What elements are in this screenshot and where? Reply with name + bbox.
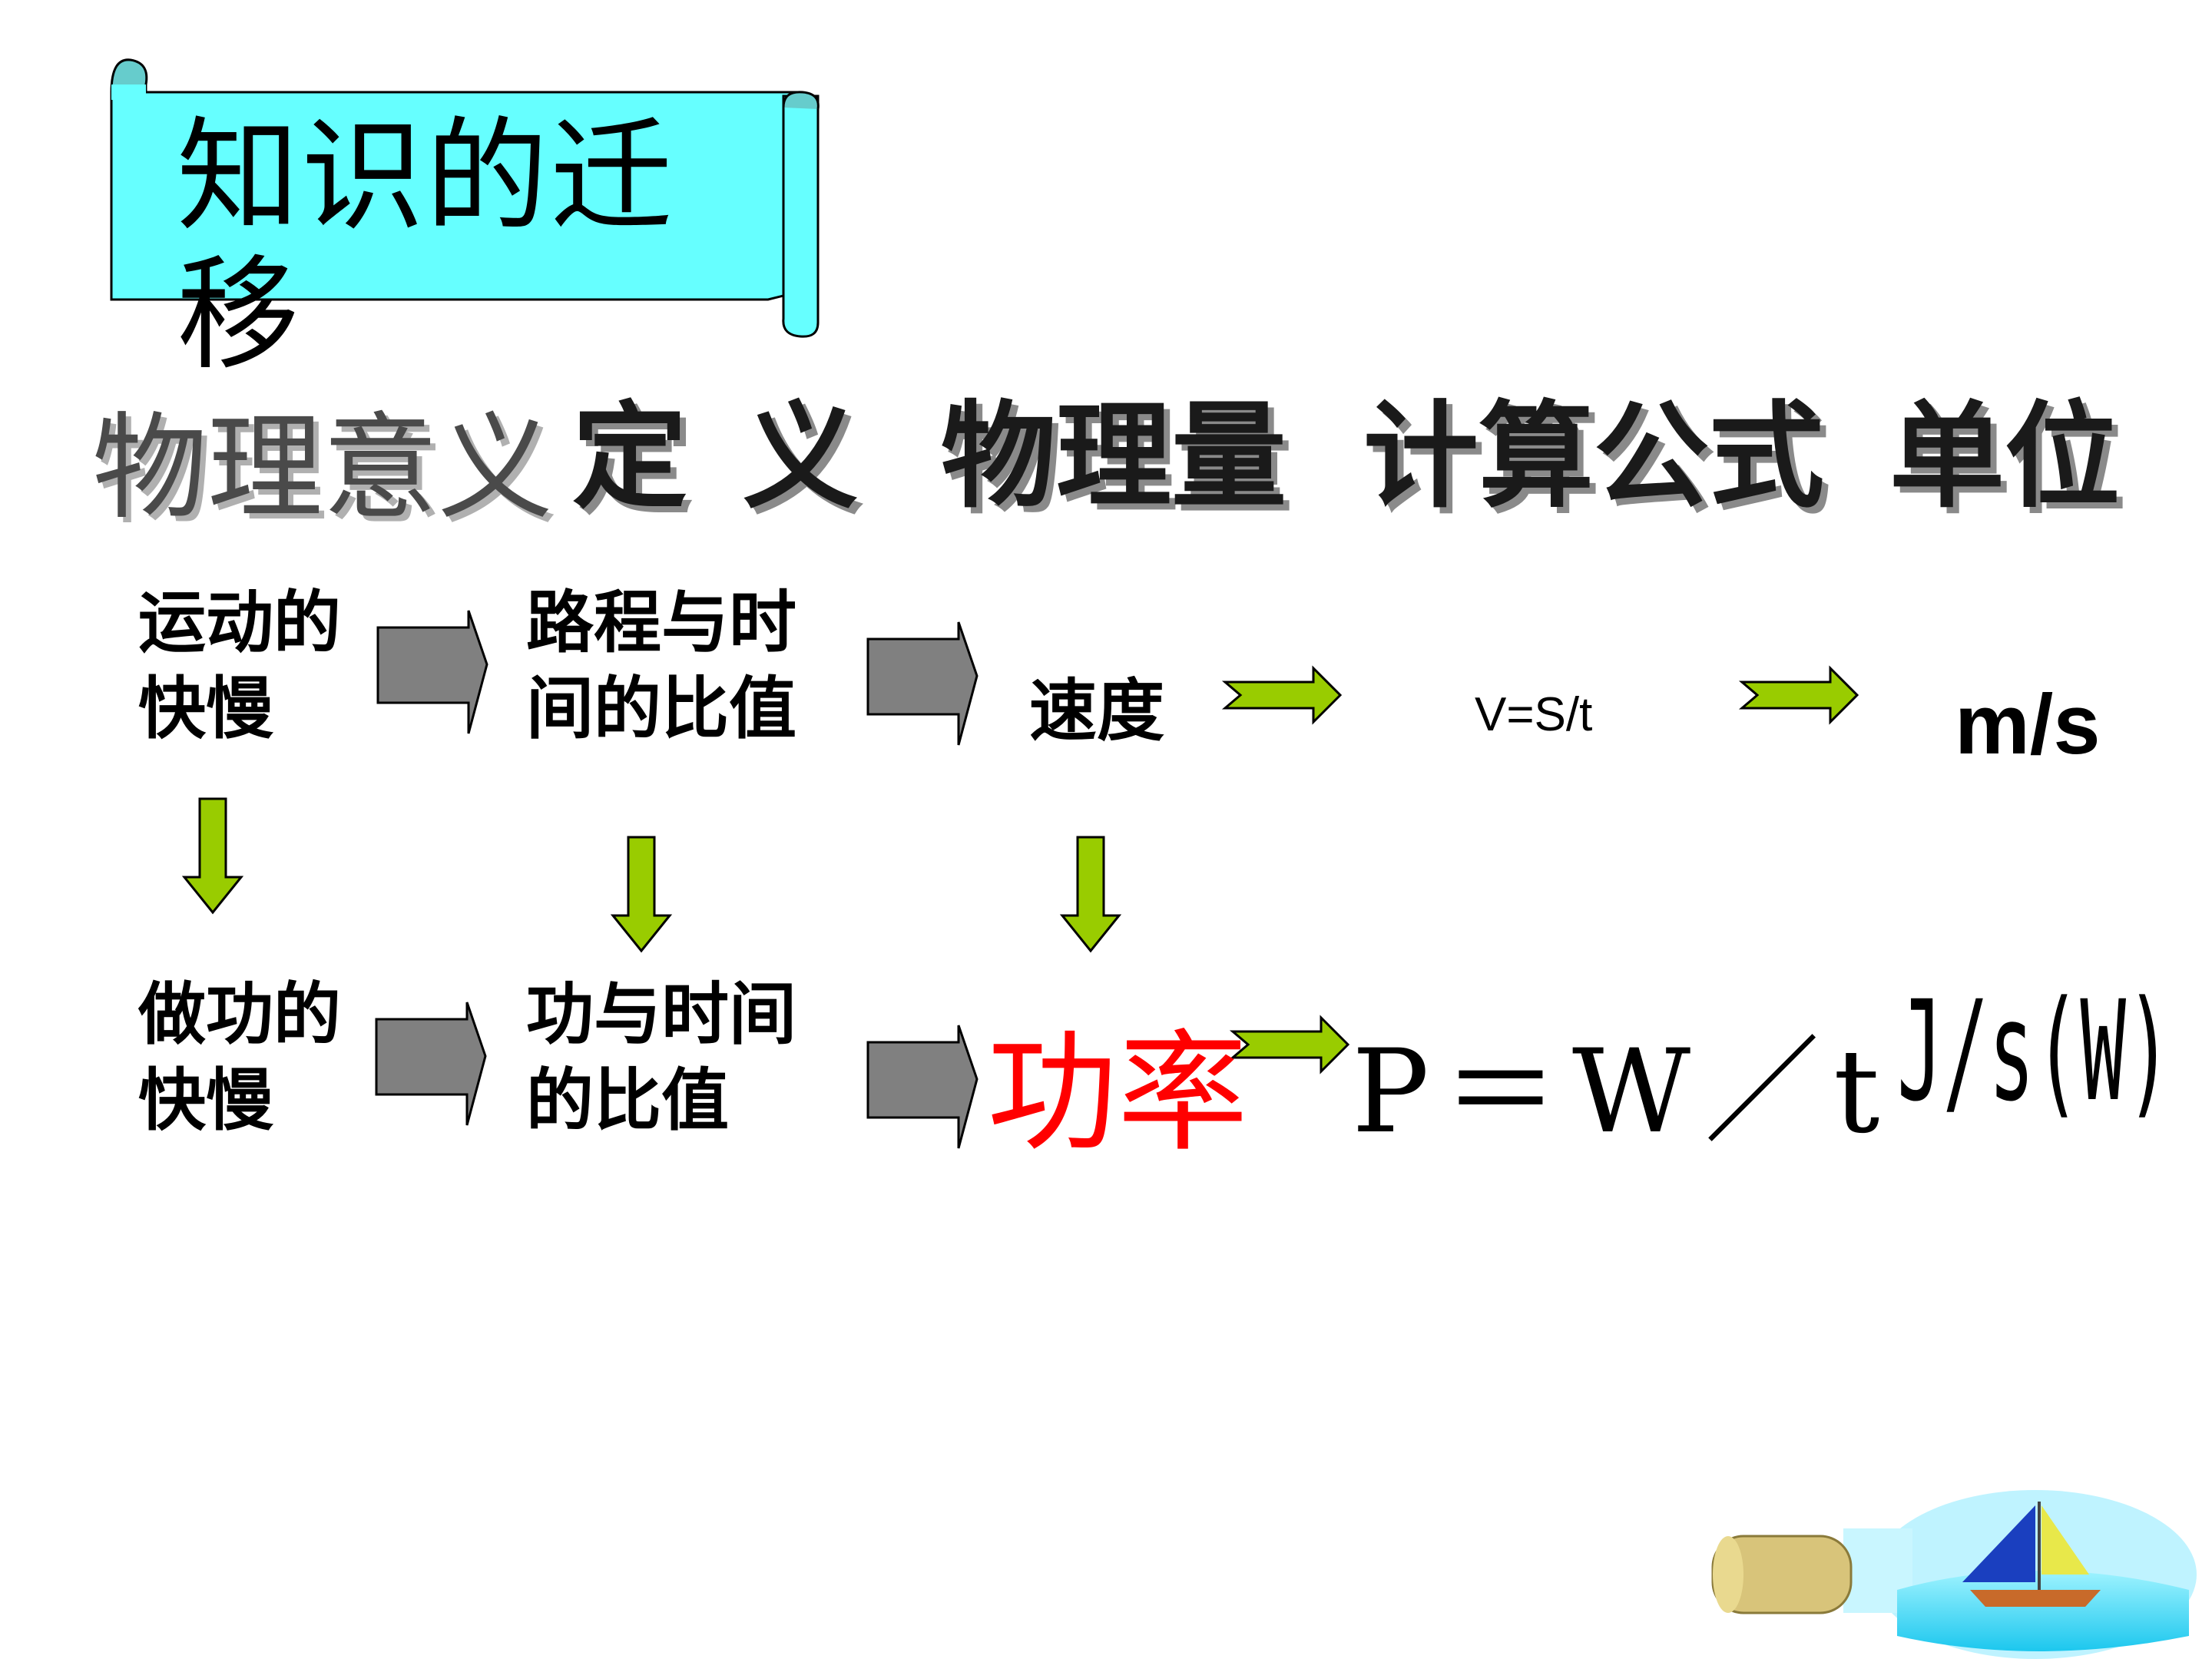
speed-quantity: 速度 xyxy=(1029,671,1165,750)
power-meaning-line2: 快慢 xyxy=(138,1061,274,1140)
gray-block-arrow-icon xyxy=(375,1001,487,1127)
speed-formula: V=S/t xyxy=(1475,688,1593,741)
green-arrow-icon xyxy=(1231,1016,1349,1073)
slide-title: 知识的迁移 xyxy=(177,104,675,386)
green-arrow-icon xyxy=(1224,667,1342,724)
speed-meaning: 运动的 快慢 xyxy=(138,580,341,752)
header-quantity: 物理量 xyxy=(941,390,1287,524)
header-definition: 定 义 xyxy=(572,389,866,525)
power-definition-line2: 的比值 xyxy=(526,1061,730,1140)
power-formula: P＝W／t xyxy=(1352,1025,1894,1159)
speed-definition-line2: 间的比值 xyxy=(526,669,797,748)
green-arrow-icon xyxy=(1061,836,1121,952)
power-quantity: 功率 xyxy=(987,1018,1249,1170)
power-meaning-line1: 做功的 xyxy=(138,975,342,1054)
header-physical-meaning: 物理意义 xyxy=(92,402,554,535)
title-scroll-banner xyxy=(110,58,820,338)
power-definition: 功与时间 的比值 xyxy=(526,972,796,1144)
power-definition-line1: 功与时间 xyxy=(526,975,797,1054)
green-arrow-icon xyxy=(1740,667,1859,724)
header-formula: 计算公式 xyxy=(1363,390,1825,524)
power-meaning: 做功的 快慢 xyxy=(138,972,341,1144)
gray-block-arrow-icon xyxy=(866,621,979,747)
speed-meaning-line2: 快慢 xyxy=(138,669,274,748)
gray-block-arrow-icon xyxy=(866,1024,979,1150)
header-unit: 单位 xyxy=(1889,390,2121,524)
green-arrow-icon xyxy=(183,797,243,914)
ship-in-bottle-icon xyxy=(1711,1490,2197,1659)
speed-definition: 路程与时 间的比值 xyxy=(526,580,796,752)
power-unit: J/s(W) xyxy=(1897,972,2172,1132)
gray-block-arrow-icon xyxy=(376,609,488,735)
speed-meaning-line1: 运动的 xyxy=(138,583,342,662)
speed-definition-line1: 路程与时 xyxy=(526,583,797,662)
green-arrow-icon xyxy=(611,836,671,952)
speed-unit: m/s xyxy=(1955,677,2101,772)
